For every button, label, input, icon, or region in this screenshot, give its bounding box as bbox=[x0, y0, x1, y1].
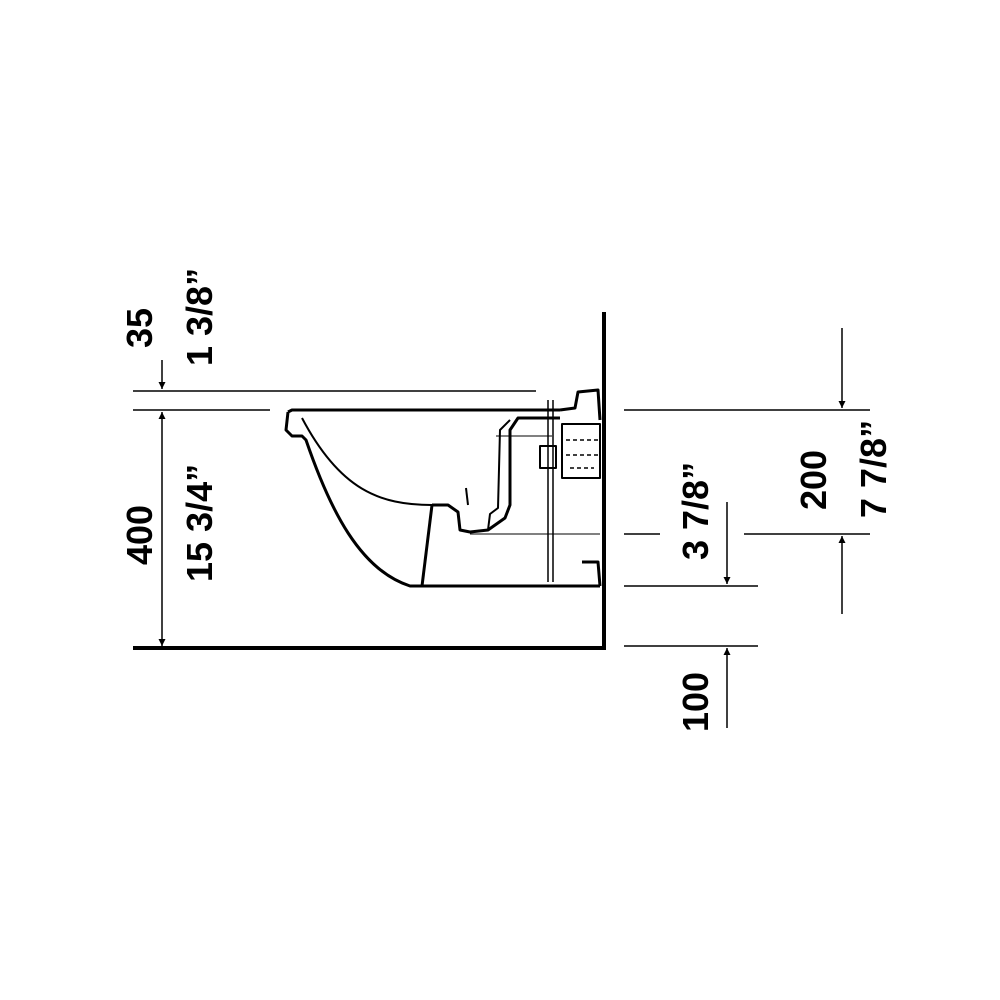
dim-supply-mm: 200 bbox=[793, 450, 834, 510]
fixing-bracket-hidden bbox=[566, 439, 598, 469]
bidet-inner-back bbox=[487, 419, 511, 531]
dimension-labels: 35 1 3/8” 400 15 3/4” 200 7 7/8” 3 7/8” … bbox=[119, 268, 894, 732]
dim-rim-gap-inch: 1 3/8” bbox=[179, 268, 220, 366]
supply-pipe bbox=[547, 400, 554, 582]
dim-rim-height-inch: 15 3/4” bbox=[179, 464, 220, 582]
dim-waste-inch: 3 7/8” bbox=[675, 462, 716, 560]
bidet-inner-bowl bbox=[301, 417, 433, 506]
dim-supply-inch: 7 7/8” bbox=[853, 420, 894, 518]
dim-rim-gap-mm: 35 bbox=[119, 308, 160, 348]
bidet-foot-front bbox=[420, 504, 434, 587]
dimension-arrows bbox=[158, 328, 846, 728]
supply-valve bbox=[539, 445, 557, 469]
dim-rim-height-mm: 400 bbox=[119, 505, 160, 565]
bidet-body bbox=[284, 388, 602, 588]
bidet-back-mount-bottom bbox=[582, 560, 602, 587]
bidet-bowl-outline bbox=[284, 411, 600, 588]
floor-and-wall bbox=[133, 312, 606, 650]
fixing-bracket bbox=[561, 423, 601, 479]
bidet-back-mount-top bbox=[559, 388, 602, 421]
extension-lines bbox=[133, 390, 870, 647]
bidet-back-profile bbox=[432, 416, 560, 534]
dim-bottom-mm: 100 bbox=[675, 672, 716, 732]
bidet-rim bbox=[287, 408, 560, 414]
bidet-inner-step bbox=[465, 487, 469, 506]
